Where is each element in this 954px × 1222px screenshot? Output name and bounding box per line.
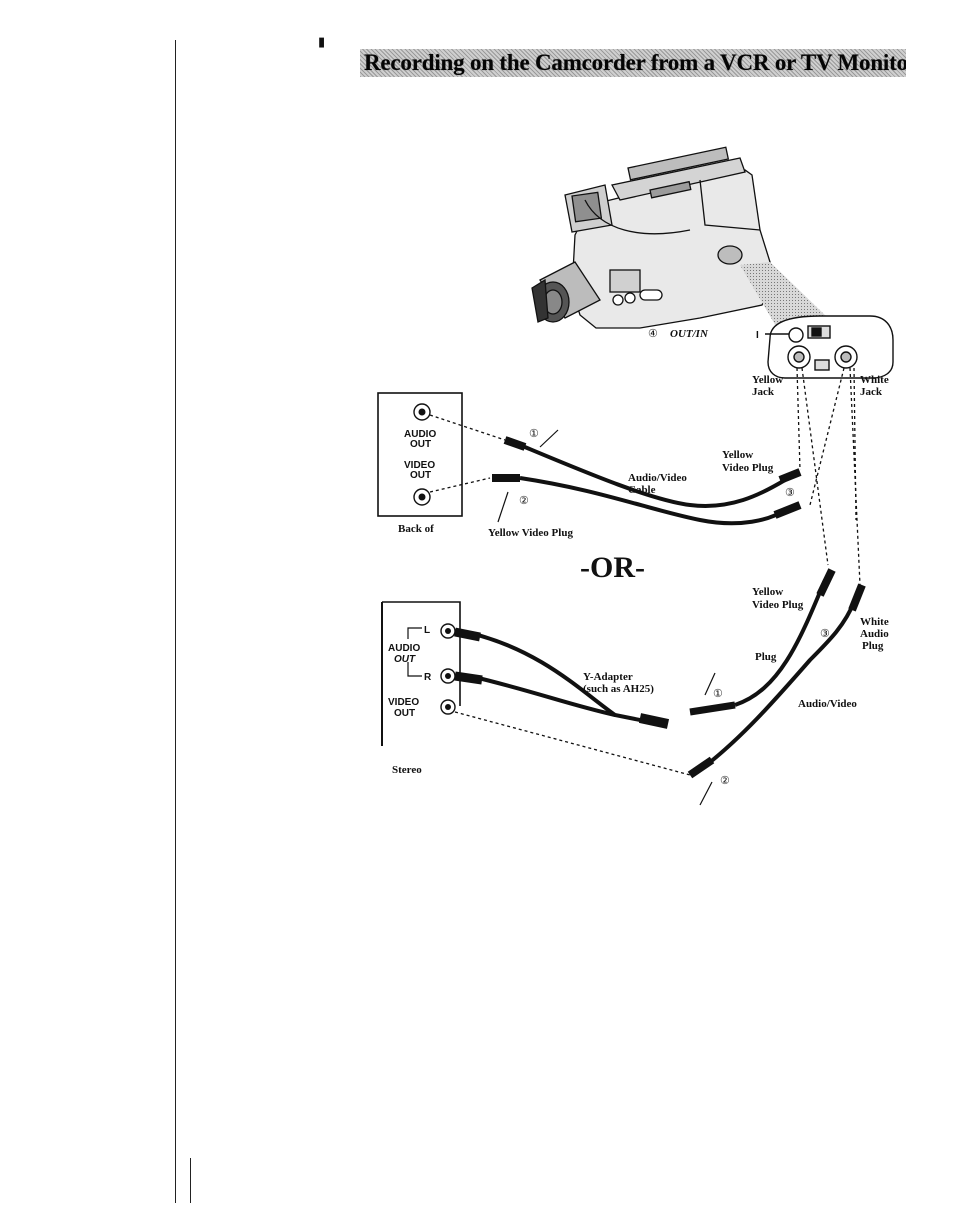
top-cable-label: Audio/Video Cable xyxy=(628,472,690,496)
bottom-audio-out-line2: OUT xyxy=(394,654,416,665)
vcr-back-panel-top xyxy=(377,392,463,517)
y-adapter-label: Y-Adapter (such as AH25) xyxy=(583,671,654,695)
top-video-out-line1: VIDEO xyxy=(404,460,435,471)
white-jack-line1: White xyxy=(860,374,889,386)
yellow-jack-line1: Yellow xyxy=(752,374,783,386)
top-audio-out-line1: AUDIO xyxy=(404,429,436,440)
vcr-back-panel-bottom xyxy=(381,601,461,746)
margin-mark: ▮ xyxy=(318,34,326,49)
top-step-3: ③ xyxy=(785,487,795,499)
top-audio-out-label: AUDIO OUT xyxy=(404,429,439,450)
top-step2-leader xyxy=(497,491,509,523)
page-margin-rule-short xyxy=(190,1158,191,1203)
yellow-jack-label: Yellow Jack xyxy=(752,374,786,398)
camcorder-illustration xyxy=(531,146,773,329)
bottom-audio-out-line1: AUDIO xyxy=(388,643,420,654)
bottom-y-adapter-cables xyxy=(454,568,866,779)
y-adapter-line1: Y-Adapter xyxy=(583,671,633,683)
top-step1-leader xyxy=(539,429,559,448)
top-video-out-line2: OUT xyxy=(410,470,431,481)
bottom-cable-label: Audio/Video xyxy=(798,698,857,710)
yellow-jack-line2: Jack xyxy=(752,386,775,398)
bottom-video-out-label: VIDEO OUT xyxy=(388,697,422,719)
bottom-audio-out-label: AUDIO OUT xyxy=(388,643,423,665)
white-audio-plug-line2: Audio xyxy=(860,628,889,640)
top-yellow-plug-bottom: Yellow Video Plug xyxy=(488,527,573,539)
bottom-step2-leader xyxy=(699,781,713,806)
top-panel-caption: Back of xyxy=(398,523,434,535)
top-video-out-label: VIDEO OUT xyxy=(404,460,438,481)
bottom-yellow-plug-line1: Yellow xyxy=(752,586,783,598)
top-step-2: ② xyxy=(519,495,529,507)
white-audio-plug-line1: White xyxy=(860,616,889,628)
bottom-video-out-line1: VIDEO xyxy=(388,697,419,708)
jack-panel-inset xyxy=(765,315,894,379)
pointer-mark: I xyxy=(756,330,759,341)
or-separator: -OR- xyxy=(580,551,645,584)
white-jack-label: White Jack xyxy=(860,374,891,398)
top-cable-line2: Cable xyxy=(628,484,656,496)
top-step-1: ① xyxy=(529,428,539,440)
bottom-video-dashed xyxy=(454,711,691,776)
top-audio-video-cable xyxy=(492,436,802,526)
white-audio-plug-line3: Plug xyxy=(862,640,884,652)
y-adapter-line2: (such as AH25) xyxy=(583,683,654,695)
top-cable-line1: Audio/Video xyxy=(628,472,687,484)
top-yellow-plug-right: Yellow Video Plug xyxy=(722,449,774,474)
top-dashed-links xyxy=(429,414,506,493)
top-audio-out-line2: OUT xyxy=(410,439,431,450)
top-yellow-plug-right-line1: Yellow xyxy=(722,449,753,461)
white-jack-line2: Jack xyxy=(860,386,883,398)
section-title-band: Recording on the Camcorder from a VCR or… xyxy=(360,49,906,77)
right-channel-label: R xyxy=(424,672,432,683)
white-audio-plug-label: White Audio Plug xyxy=(860,616,892,652)
bottom-yellow-plug-line2: Video Plug xyxy=(752,599,804,611)
bottom-step-1: ① xyxy=(713,688,723,700)
bottom-panel-caption: Stereo xyxy=(392,764,422,776)
bottom-step1-leader xyxy=(704,672,716,696)
page-margin-rule xyxy=(175,40,176,1203)
plug-label: Plug xyxy=(755,651,777,663)
top-yellow-plug-right-line2: Video Plug xyxy=(722,462,774,474)
out-in-jack-label: OUT/IN xyxy=(670,328,709,340)
step-4-number: ④ xyxy=(648,328,658,340)
section-title: Recording on the Camcorder from a VCR or… xyxy=(364,50,906,75)
bottom-yellow-video-plug: Yellow Video Plug xyxy=(752,586,804,611)
jack-guide-lines xyxy=(796,367,861,586)
bottom-step-3: ③ xyxy=(820,628,830,640)
bottom-video-out-line2: OUT xyxy=(394,708,415,719)
left-channel-label: L xyxy=(424,625,430,636)
bottom-step-2: ② xyxy=(720,775,730,787)
